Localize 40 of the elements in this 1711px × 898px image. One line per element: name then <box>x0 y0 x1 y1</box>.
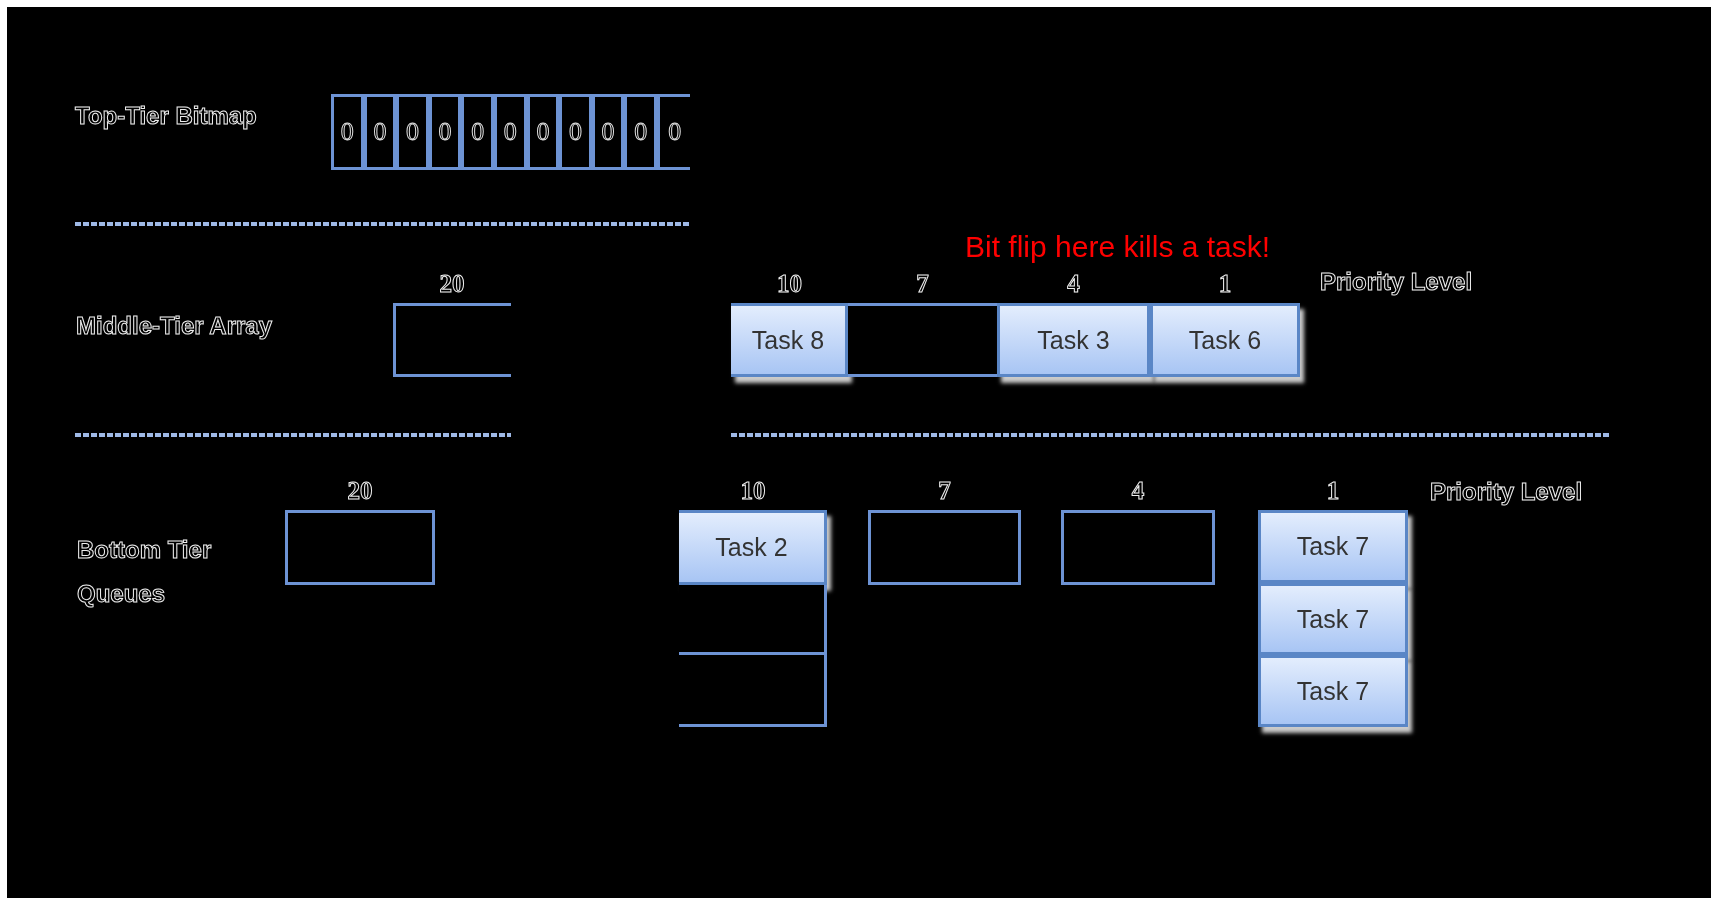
priority-number: 7 <box>937 477 952 505</box>
task-box: Task 7 <box>1258 583 1408 655</box>
task-box: Task 7 <box>1258 655 1408 727</box>
bitmap-cell: 0 <box>526 94 560 170</box>
row-label: Top-Tier Bitmap <box>75 102 257 130</box>
priority-number: 4 <box>1066 270 1081 298</box>
task-box: Task 8 <box>731 303 848 377</box>
bitmap-cell: 0 <box>428 94 462 170</box>
task-box: Task 2 <box>679 510 827 585</box>
warning-note: Bit flip here kills a task! <box>965 230 1271 264</box>
axis-label: Priority Level <box>1430 478 1583 506</box>
row-label: Bottom Tier Queues <box>77 535 213 610</box>
empty-slot-box <box>679 655 827 727</box>
bitmap-cell: 0 <box>396 94 429 170</box>
bitmap-cell: 0 <box>591 94 625 170</box>
axis-label: Priority Level <box>1320 268 1473 296</box>
bitmap-cell: 0 <box>363 94 397 170</box>
empty-slot-box <box>285 510 435 585</box>
bitmap-cell: 0 <box>494 94 527 170</box>
empty-slot-box <box>679 585 827 655</box>
bitmap-cell: 0 <box>461 94 494 170</box>
priority-number: 20 <box>438 270 466 298</box>
empty-slot-box <box>868 510 1021 585</box>
empty-slot-box <box>393 303 511 377</box>
priority-number: 10 <box>776 270 803 298</box>
priority-number: 20 <box>346 477 374 505</box>
row-label: Middle-Tier Array <box>76 312 273 340</box>
bitmap-cell: 0 <box>331 94 364 170</box>
priority-number: 1 <box>1217 270 1233 298</box>
priority-number: 1 <box>1325 477 1341 505</box>
bitmap-cell: 0 <box>657 94 690 170</box>
priority-number: 7 <box>915 270 930 298</box>
empty-slot-box <box>1061 510 1215 585</box>
task-box: Task 3 <box>997 303 1150 377</box>
bitmap-cell: 0 <box>624 94 657 170</box>
task-box: Task 7 <box>1258 510 1408 583</box>
bitmap-cell: 0 <box>559 94 592 170</box>
priority-number: 4 <box>1130 477 1146 505</box>
task-box: Task 6 <box>1150 303 1300 377</box>
priority-number: 10 <box>739 477 767 505</box>
